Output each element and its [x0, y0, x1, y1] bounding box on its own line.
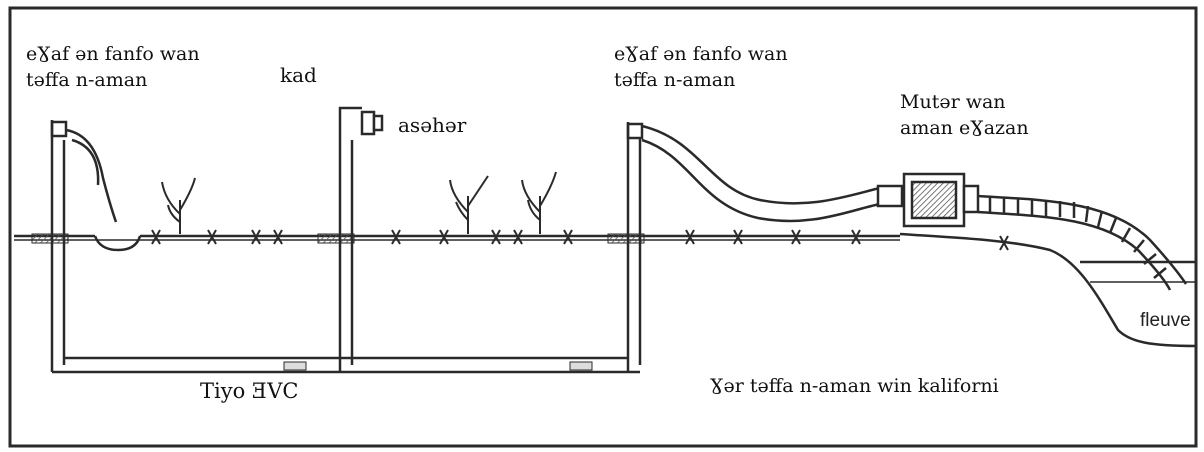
pump-icon — [876, 172, 980, 228]
buried-pipe — [52, 356, 640, 374]
middle-outlet-label: eƔaf ən fanfo wan təffa n-aman — [614, 42, 788, 94]
pvc-pipe-label: Tiyo ƎVC — [200, 377, 299, 406]
ground-line — [14, 234, 900, 252]
left-outlet-spout — [65, 128, 118, 223]
plant-label: kad — [280, 62, 317, 89]
river-bank — [899, 232, 1197, 348]
river-hose — [977, 194, 1188, 291]
diagram-frame — [8, 6, 1198, 448]
pump-label: Mutər wan aman eƔazan — [900, 90, 1070, 142]
valve-icon — [338, 106, 384, 136]
plant-icon — [161, 171, 557, 234]
buried-network-label: Ɣər təffa n-aman win kaliforni — [710, 374, 999, 400]
risers — [50, 120, 644, 372]
crop-marks — [151, 229, 1009, 251]
suction-hose — [641, 124, 881, 223]
valve-label: asəhər — [398, 112, 467, 139]
left-outlet-label: eƔaf ən fanfo wan təffa n-aman — [26, 42, 200, 94]
river-label: fleuve — [1140, 310, 1191, 331]
hatched-patches — [31, 233, 645, 244]
